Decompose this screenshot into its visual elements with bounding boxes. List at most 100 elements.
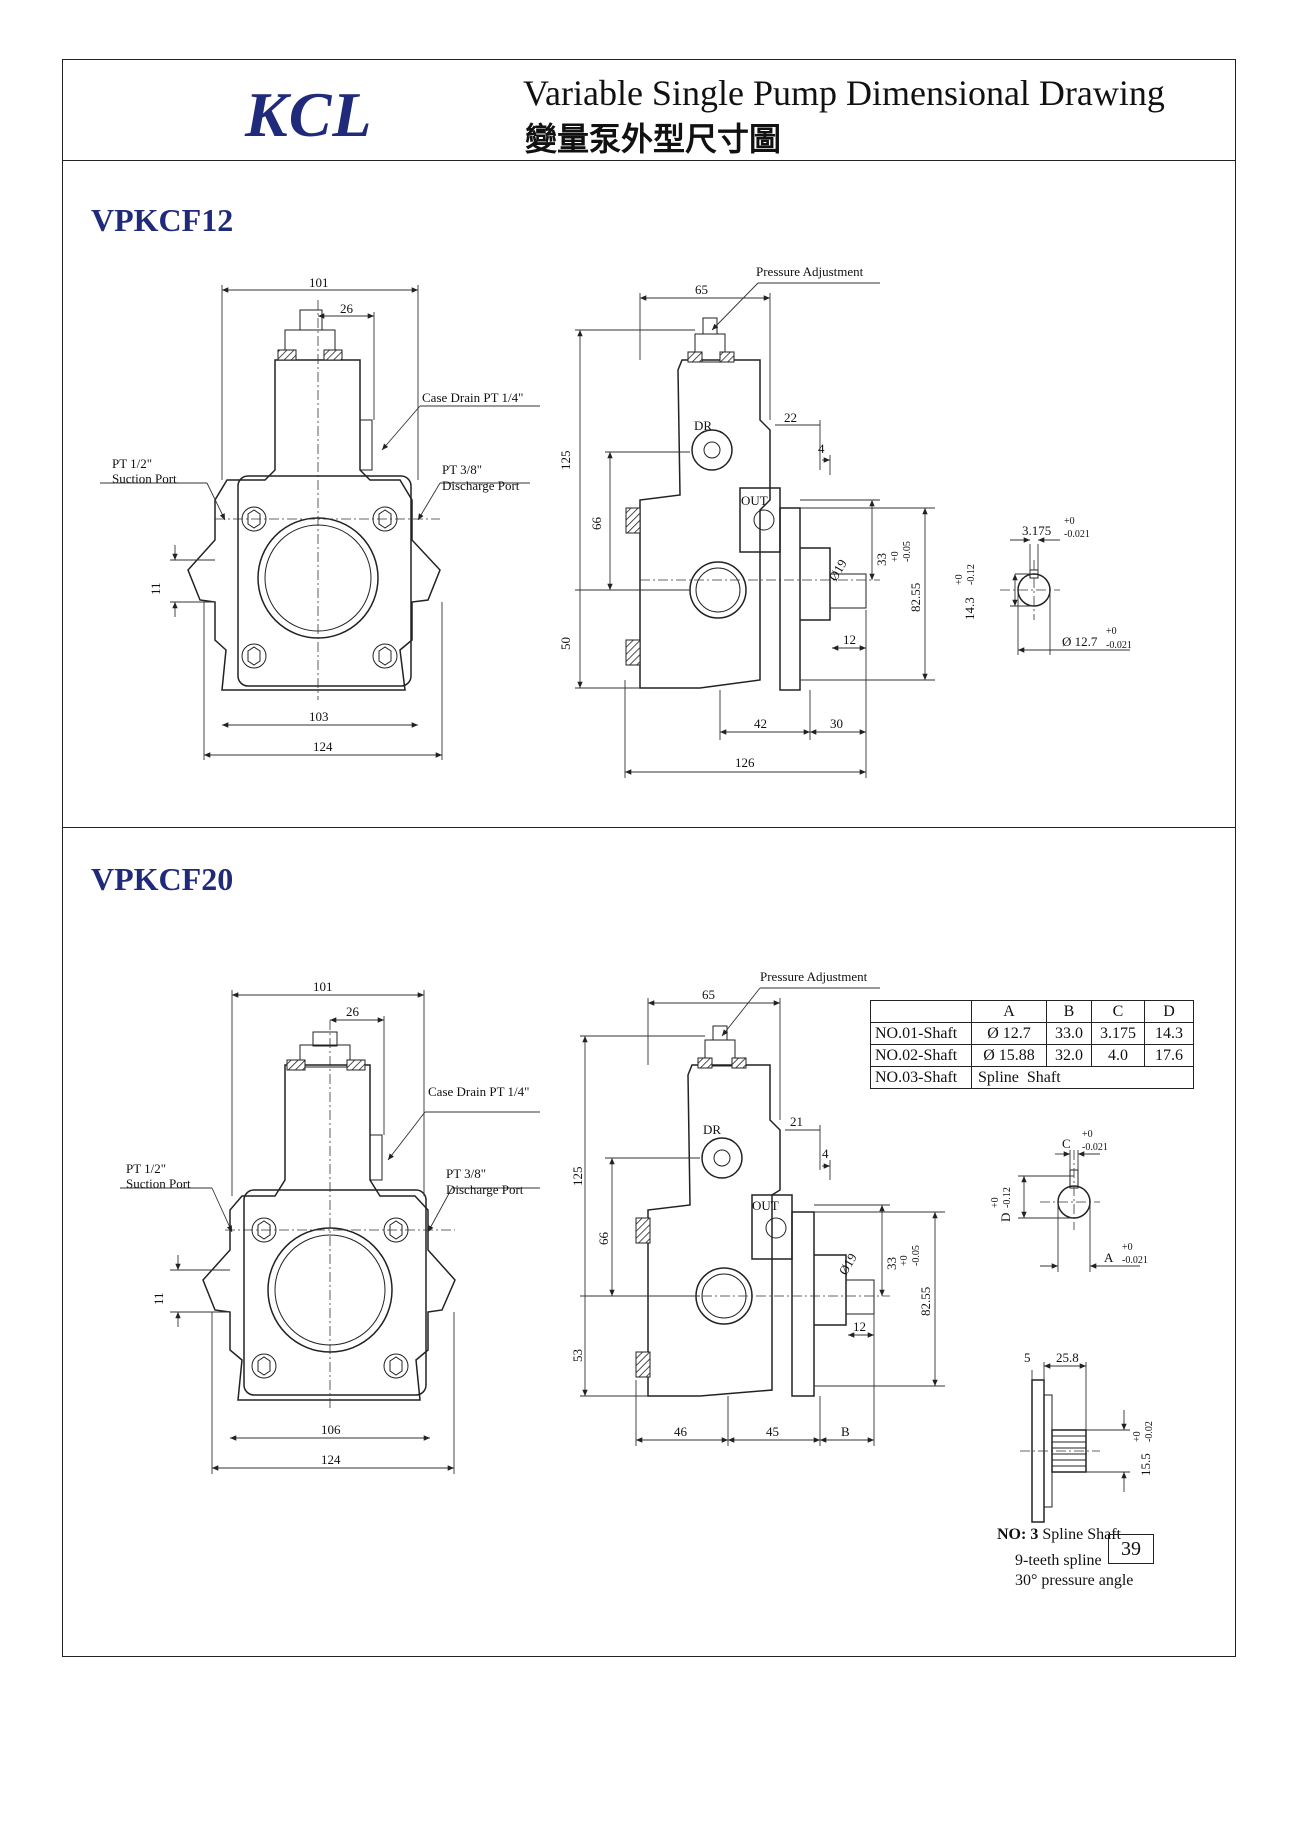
vpkcf12-shaft-section — [1000, 537, 1130, 655]
vpkcf20-side-view — [580, 987, 945, 1446]
model-heading-vpkcf20: VPKCF20 — [91, 861, 234, 897]
vpkcf12-side-view — [575, 282, 935, 778]
vpkcf12-side-labels: Pressure Adjustment 65 22 4 DR OUT 125 6… — [558, 264, 923, 770]
shaft-dimension-table: A B C D NO.01-Shaft Ø 12.7 33.0 3.175 14… — [870, 1000, 1194, 1089]
page-title: Variable Single Pump Dimensional Drawing — [523, 73, 1165, 113]
pressure-adjustment-label: Pressure Adjustment — [756, 264, 864, 279]
case-drain-label: Case Drain PT 1/4" — [422, 390, 523, 405]
shaft-d-tol-lo: -0.12 — [1002, 1187, 1013, 1208]
dim-12: 12 — [853, 1319, 866, 1334]
dim-11: 11 — [148, 582, 163, 595]
key-width: 3.175 — [1022, 523, 1051, 538]
page-title-chinese: 變量泵外型尺寸圖 — [525, 120, 782, 158]
dim-66: 66 — [589, 517, 604, 531]
shaft-a-tol-lo: -0.021 — [1122, 1255, 1148, 1266]
dim-82-55: 82.55 — [908, 583, 923, 612]
dr-port-label: DR — [694, 418, 712, 433]
tol-33-upper: +0 — [890, 551, 901, 562]
discharge-pt-label: PT 3/8" — [446, 1166, 486, 1181]
shaft-dia: Ø 12.7 — [1062, 634, 1098, 649]
spline-dim-25-8: 25.8 — [1056, 1350, 1079, 1365]
dim-21: 21 — [790, 1114, 803, 1129]
dim-82-55: 82.55 — [918, 1287, 933, 1316]
model-heading-vpkcf12: VPKCF12 — [91, 202, 234, 238]
table-cell: 3.175 — [1091, 1022, 1145, 1045]
dim-30: 30 — [830, 716, 843, 731]
spline-shaft-labels: 5 25.8 15.5 +0 -0.02 — [1024, 1350, 1155, 1476]
dim-46: 46 — [674, 1424, 688, 1439]
table-row: NO.02-Shaft Ø 15.88 32.0 4.0 17.6 — [870, 1044, 1194, 1067]
table-row: NO.01-Shaft Ø 12.7 33.0 3.175 14.3 — [870, 1022, 1194, 1045]
spline-tol-lo: -0.02 — [1144, 1421, 1155, 1442]
table-header-row: A B C D — [870, 1000, 1194, 1023]
table-cell: 17.6 — [1144, 1044, 1194, 1067]
table-cell: NO.01-Shaft — [870, 1022, 972, 1045]
dim-106: 106 — [321, 1422, 341, 1437]
dim-125: 125 — [558, 451, 573, 471]
spline-note-teeth: 9-teeth spline — [1015, 1552, 1102, 1569]
pressure-adjustment-label: Pressure Adjustment — [760, 969, 868, 984]
shaft-d-tol-up: +0 — [990, 1197, 1001, 1208]
vpkcf20-front-labels: 101 26 Case Drain PT 1/4" PT 1/2" Suctio… — [126, 979, 529, 1467]
spline-shaft-view — [1020, 1362, 1130, 1523]
dim-22: 22 — [784, 410, 797, 425]
dim-11: 11 — [151, 1292, 166, 1305]
page-frame: KCL Variable Single Pump Dimensional Dra… — [62, 59, 1236, 1657]
table-cell: Spline Shaft — [971, 1066, 1194, 1089]
dim-103: 103 — [309, 709, 329, 724]
shaft-dia-tol-up: +0 — [1106, 626, 1117, 637]
spline-note-heading: Spline Shaft — [1042, 1526, 1121, 1543]
dim-65: 65 — [702, 987, 715, 1002]
section-divider — [63, 827, 1235, 828]
suction-pt-label: PT 1/2" — [126, 1161, 166, 1176]
tol-33-lower: -0.05 — [902, 541, 913, 562]
dim-125: 125 — [570, 1167, 585, 1187]
shaft-a-tol-up: +0 — [1122, 1242, 1133, 1253]
dim-4: 4 — [822, 1146, 829, 1161]
vpkcf12-front-view — [100, 285, 540, 760]
key-width-tol-lo: -0.021 — [1064, 529, 1090, 540]
dim-45: 45 — [766, 1424, 779, 1439]
dim-65: 65 — [695, 282, 708, 297]
table-header-cell — [870, 1000, 972, 1023]
suction-pt-label: PT 1/2" — [112, 456, 152, 471]
vpkcf20-shaft-labels: C +0 -0.021 D +0 -0.12 A +0 -0.021 — [990, 1129, 1148, 1266]
vpkcf12-shaft-labels: 3.175 +0 -0.021 14.3 +0 -0.12 Ø 12.7 +0 … — [954, 516, 1132, 651]
dim-33: 33 — [884, 1257, 899, 1270]
key-width-tol-up: +0 — [1064, 516, 1075, 527]
shaft-c-tol-lo: -0.021 — [1082, 1142, 1108, 1153]
dim-dia19: Ø19 — [826, 557, 850, 584]
shaft-d-label: D — [998, 1213, 1013, 1222]
dim-101: 101 — [313, 979, 333, 994]
spline-note-angle: 30° pressure angle — [1015, 1572, 1134, 1589]
shaft-c-tol-up: +0 — [1082, 1129, 1093, 1140]
key-height-tol-lo: -0.12 — [966, 564, 977, 585]
table-header-cell: A — [971, 1000, 1047, 1023]
header-divider — [63, 160, 1235, 161]
discharge-port-label: Discharge Port — [446, 1182, 524, 1197]
table-header-cell: D — [1144, 1000, 1194, 1023]
dim-33: 33 — [874, 553, 889, 566]
shaft-c-label: C — [1062, 1136, 1071, 1151]
dim-b: B — [841, 1424, 850, 1439]
dim-26: 26 — [346, 1004, 360, 1019]
dim-50: 50 — [558, 637, 573, 650]
spline-dim-15-5: 15.5 — [1138, 1453, 1153, 1476]
tol-33-lower: -0.05 — [911, 1245, 922, 1266]
dim-4: 4 — [818, 441, 825, 456]
table-cell: 4.0 — [1091, 1044, 1145, 1067]
dim-53: 53 — [570, 1349, 585, 1362]
table-header-cell: C — [1091, 1000, 1145, 1023]
table-cell: NO.02-Shaft — [870, 1044, 972, 1067]
dim-42: 42 — [754, 716, 767, 731]
vpkcf20-side-labels: Pressure Adjustment 65 21 4 DR OUT 125 6… — [570, 969, 933, 1439]
suction-port-label: Suction Port — [126, 1176, 191, 1191]
discharge-pt-label: PT 3/8" — [442, 462, 482, 477]
vpkcf12-front-labels: 101 26 Case Drain PT 1/4" PT 1/2" Suctio… — [112, 275, 523, 754]
dim-101: 101 — [309, 275, 329, 290]
spline-dim-5: 5 — [1024, 1350, 1031, 1365]
spline-tol-up: +0 — [1132, 1431, 1143, 1442]
key-height-tol-up: +0 — [954, 574, 965, 585]
key-height: 14.3 — [962, 597, 977, 620]
